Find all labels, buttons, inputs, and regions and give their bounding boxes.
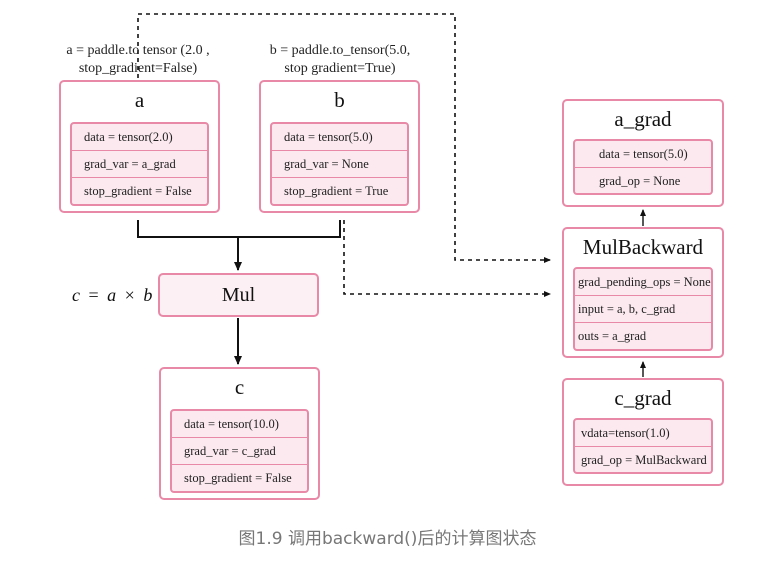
node-mul-title: Mul — [221, 284, 256, 306]
node-mulbackward-fields: grad_pending_ops = None input = a, b, c_… — [573, 267, 713, 351]
node-c-field-stop-gradient: stop_gradient = False — [184, 471, 292, 485]
equation-a: a — [107, 285, 117, 305]
node-b-field-grad-var: grad_var = None — [272, 151, 407, 178]
node-mulbackward-title: MulBackward — [582, 235, 704, 259]
node-a: a data = tensor(2.0) grad_var = a_grad s… — [59, 80, 220, 213]
node-c-field-data: data = tensor(10.0) — [172, 411, 307, 438]
node-b: b data = tensor(5.0) grad_var = None sto… — [259, 80, 420, 213]
node-c-grad-title: c_grad — [614, 386, 672, 410]
node-a-fields: data = tensor(2.0) grad_var = a_grad sto… — [70, 122, 209, 206]
node-mulbackward-field-input: input = a, b, c_grad — [575, 296, 711, 323]
equation-equals: = — [88, 285, 99, 305]
node-b-title: b — [334, 88, 345, 112]
node-mulbackward-field-grad-pending-ops: grad_pending_ops = None — [575, 269, 711, 296]
node-b-fields: data = tensor(5.0) grad_var = None stop_… — [270, 122, 409, 206]
node-a-field-grad-var: grad_var = a_grad — [72, 151, 207, 178]
node-a-grad: a_grad data = tensor(5.0) grad_op = None — [562, 99, 724, 207]
node-a-field-data: data = tensor(2.0) — [72, 124, 207, 151]
figure-caption: 图1.9 调用backward()后的计算图状态 — [238, 529, 537, 549]
node-c-title: c — [234, 375, 245, 399]
equation: c = a × b — [72, 285, 152, 306]
note-b-line2: stop gradient=True) — [284, 61, 396, 76]
note-b-definition: b = paddle.to_tensor(5.0, stop gradient=… — [258, 42, 422, 78]
node-a-grad-field-grad-op: grad_op = None — [599, 174, 681, 188]
note-b-line1: b = paddle.to_tensor(5.0, — [269, 43, 411, 58]
node-mulbackward: MulBackward grad_pending_ops = None inpu… — [562, 227, 724, 358]
node-a-grad-fields: data = tensor(5.0) grad_op = None — [573, 139, 713, 195]
equation-lhs: c — [72, 285, 80, 305]
node-b-field-data: data = tensor(5.0) — [272, 124, 407, 151]
node-c-grad-field-grad-op: grad_op = MulBackward — [581, 453, 707, 467]
note-a-line2: stop_gradient=False) — [78, 61, 198, 76]
node-c-grad-field-vdata: vdata=tensor(1.0) — [575, 420, 711, 447]
node-c: c data = tensor(10.0) grad_var = c_grad … — [159, 367, 320, 500]
edge-b-to-mulbackward-dashed — [343, 220, 551, 297]
node-mulbackward-field-outs: outs = a_grad — [578, 329, 647, 343]
node-a-field-stop-gradient: stop_gradient = False — [84, 184, 192, 198]
node-mul: Mul — [158, 273, 319, 317]
node-c-grad-fields: vdata=tensor(1.0) grad_op = MulBackward — [573, 418, 713, 474]
node-a-title: a — [134, 88, 145, 112]
equation-times: × — [124, 285, 135, 305]
node-b-field-stop-gradient: stop_gradient = True — [284, 184, 389, 198]
edge-a-b-to-mul — [137, 220, 341, 238]
note-a-definition: a = paddle.to tensor (2.0 , stop_gradien… — [52, 42, 224, 78]
node-a-grad-field-data: data = tensor(5.0) — [575, 141, 711, 168]
node-c-grad: c_grad vdata=tensor(1.0) grad_op = MulBa… — [562, 378, 724, 486]
equation-b: b — [143, 285, 153, 305]
node-a-grad-title: a_grad — [614, 107, 672, 131]
node-c-field-grad-var: grad_var = c_grad — [172, 438, 307, 465]
node-c-fields: data = tensor(10.0) grad_var = c_grad st… — [170, 409, 309, 493]
note-a-line1: a = paddle.to tensor (2.0 , — [66, 43, 210, 58]
